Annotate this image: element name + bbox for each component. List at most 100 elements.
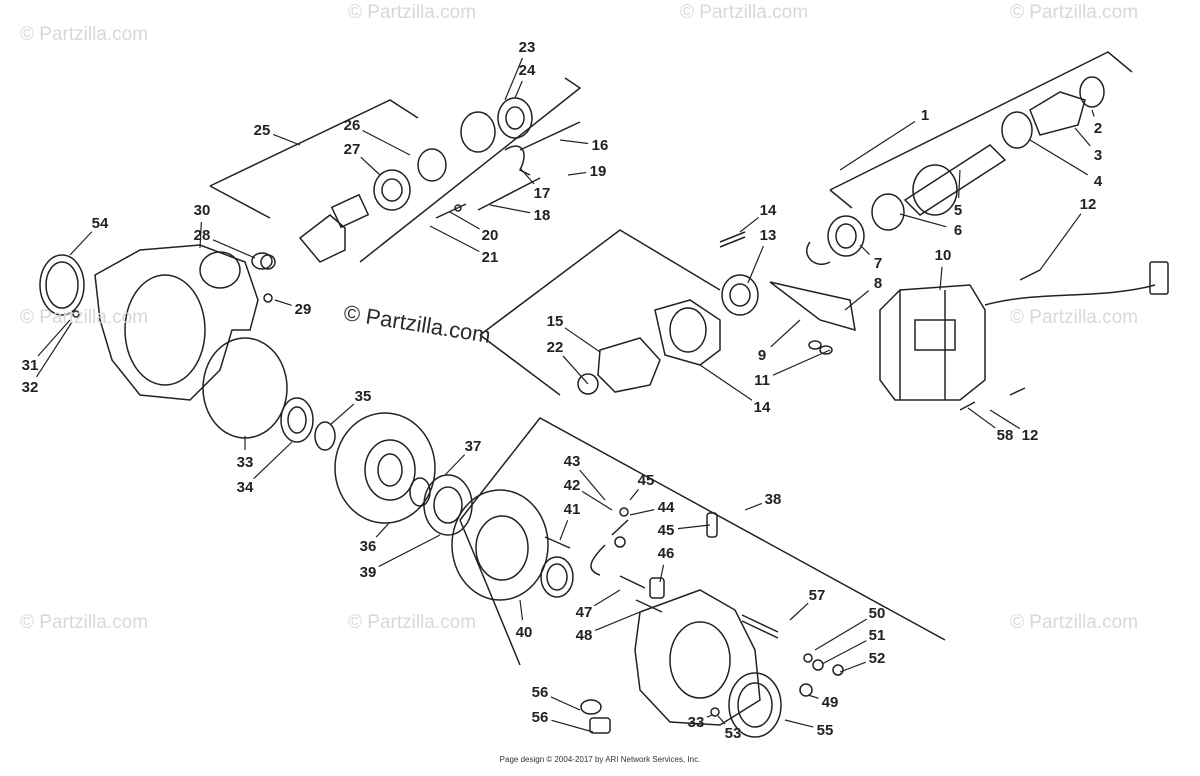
watermark-mr: © Partzilla.com <box>1010 307 1139 328</box>
callout-10: 10 <box>935 247 952 264</box>
leader-line-14 <box>699 364 753 401</box>
leader-line-23 <box>504 57 523 101</box>
leader-line-24 <box>514 80 523 99</box>
leader-line-27 <box>360 156 381 176</box>
leader-line-26 <box>362 129 411 156</box>
callout-16: 16 <box>592 137 609 154</box>
watermark-ml: © Partzilla.com <box>20 307 149 328</box>
leader-line-37 <box>444 454 466 476</box>
callout-18: 18 <box>534 207 551 224</box>
leader-line-34 <box>253 441 293 480</box>
leader-line-28 <box>212 239 256 259</box>
callout-7: 7 <box>874 255 882 272</box>
leader-line-43 <box>579 469 606 501</box>
leader-line-19 <box>567 171 587 176</box>
leader-line-11 <box>772 349 831 376</box>
callout-41: 41 <box>564 501 581 518</box>
leader-line-42 <box>581 490 613 511</box>
callout-24: 24 <box>519 62 536 79</box>
callout-56: 56 <box>532 684 549 701</box>
callout-57: 57 <box>809 587 826 604</box>
callout-38: 38 <box>765 491 782 508</box>
callout-23: 23 <box>519 39 536 56</box>
callout-36: 36 <box>360 538 377 555</box>
callout-11: 11 <box>754 372 770 389</box>
callout-28: 28 <box>194 227 211 244</box>
callout-42: 42 <box>564 477 581 494</box>
bearing-35 <box>280 397 314 443</box>
callout-2: 2 <box>1094 120 1102 137</box>
actuator-10 <box>879 284 986 401</box>
callout-46: 46 <box>658 545 675 562</box>
leader-line-1 <box>839 121 916 171</box>
callout-15: 15 <box>547 313 564 330</box>
callout-44: 44 <box>658 499 675 516</box>
callout-13: 13 <box>760 227 777 244</box>
leader-line-29 <box>274 299 292 306</box>
callout-9: 9 <box>758 347 766 364</box>
leader-line-45 <box>629 488 639 501</box>
leader-line-51 <box>821 640 867 665</box>
callout-19: 19 <box>590 163 607 180</box>
watermark-br: © Partzilla.com <box>1010 612 1139 633</box>
leader-line-35 <box>329 403 355 426</box>
leader-line-55 <box>784 719 814 728</box>
callout-51: 51 <box>869 627 886 644</box>
group-bracket-39 <box>459 417 946 641</box>
seal-56-lower <box>728 672 782 738</box>
leader-line-47 <box>593 589 621 607</box>
seal-43 <box>540 556 574 598</box>
callout-33: 33 <box>237 454 254 471</box>
callout-47: 47 <box>576 604 593 621</box>
leader-line-50 <box>814 618 868 651</box>
callout-31: 31 <box>22 357 39 374</box>
leader-line-45 <box>677 524 711 530</box>
callout-40: 40 <box>516 624 533 641</box>
callout-25: 25 <box>254 122 271 139</box>
bearing-25 <box>497 97 533 139</box>
leader-line-44 <box>629 509 655 516</box>
callout-14: 14 <box>760 202 777 219</box>
callout-4: 4 <box>1094 173 1103 190</box>
group-bracket-15 <box>479 229 721 336</box>
callout-27: 27 <box>344 141 361 158</box>
callout-32: 32 <box>22 379 39 396</box>
leader-line-6 <box>899 213 947 228</box>
callout-37: 37 <box>465 438 482 455</box>
wire-harness <box>984 284 1156 306</box>
leader-line-54 <box>69 231 93 256</box>
pinion-gear <box>298 214 346 263</box>
boot-3 <box>1029 91 1086 136</box>
callout-50: 50 <box>869 605 886 622</box>
ring-gear-37 <box>334 412 436 524</box>
leader-line-16 <box>559 139 589 145</box>
leader-line-13 <box>747 245 764 284</box>
callout-43: 43 <box>564 453 581 470</box>
callout-layer: 1234567891011121213141415161718192021222… <box>22 39 1103 742</box>
leader-line-53 <box>717 715 726 725</box>
leader-line-30 <box>199 221 202 249</box>
shaft-5 <box>903 144 1007 216</box>
watermark-tr2: © Partzilla.com <box>1010 2 1139 23</box>
callout-34: 34 <box>237 479 254 496</box>
leader-line-58 <box>967 407 996 429</box>
callout-5: 5 <box>954 202 962 219</box>
leader-line-2 <box>1091 109 1095 117</box>
leader-line-8 <box>844 290 870 311</box>
watermark-bl: © Partzilla.com <box>20 612 149 633</box>
leader-line-10 <box>939 266 943 291</box>
bearing-13 <box>721 274 759 316</box>
callout-48: 48 <box>576 627 593 644</box>
leader-line-12 <box>989 409 1021 430</box>
callout-54: 54 <box>92 215 109 232</box>
cover-housing-39 <box>634 589 761 726</box>
leader-line-56 <box>551 719 594 733</box>
seal-2 <box>1079 76 1105 108</box>
watermark-tl: © Partzilla.com <box>20 24 149 45</box>
leader-line-21 <box>429 225 480 253</box>
callout-58: 58 <box>997 427 1014 444</box>
leader-line-40 <box>519 599 524 621</box>
leader-line-15 <box>564 327 601 353</box>
leader-line-36 <box>375 521 391 538</box>
